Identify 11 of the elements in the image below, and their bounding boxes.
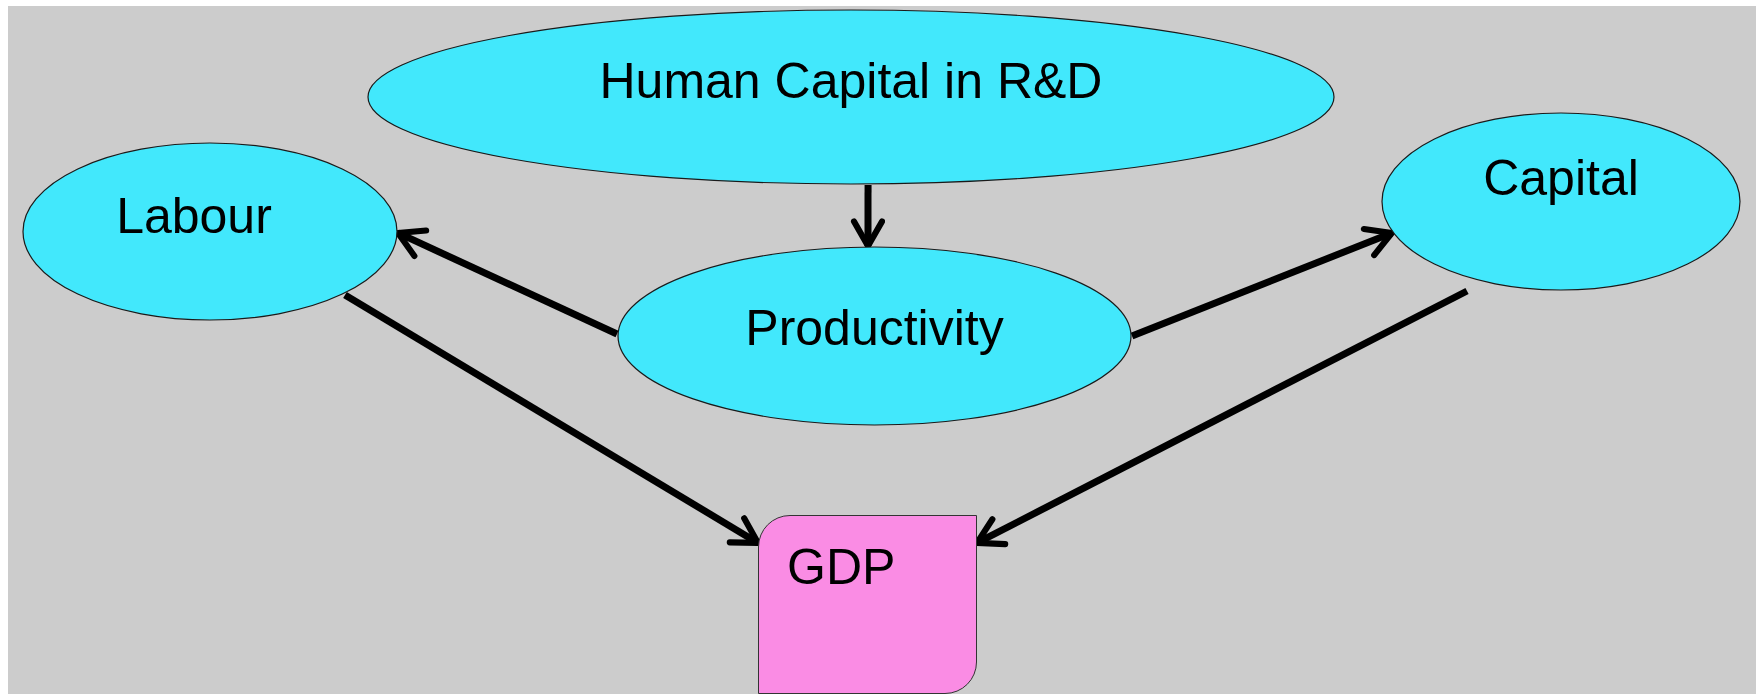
node-label: GDP xyxy=(787,538,896,596)
node-label: Capital xyxy=(1483,148,1639,207)
arrow xyxy=(1130,225,1395,340)
ellipse-node xyxy=(22,142,398,321)
node-label: Productivity xyxy=(745,299,1004,357)
output-box xyxy=(758,515,977,694)
ellipse-node xyxy=(367,9,1335,185)
ellipse-node xyxy=(617,246,1132,426)
node-label: Human Capital in R&D xyxy=(599,52,1103,110)
ellipse-node xyxy=(1381,112,1741,291)
node-label: Labour xyxy=(116,186,272,245)
